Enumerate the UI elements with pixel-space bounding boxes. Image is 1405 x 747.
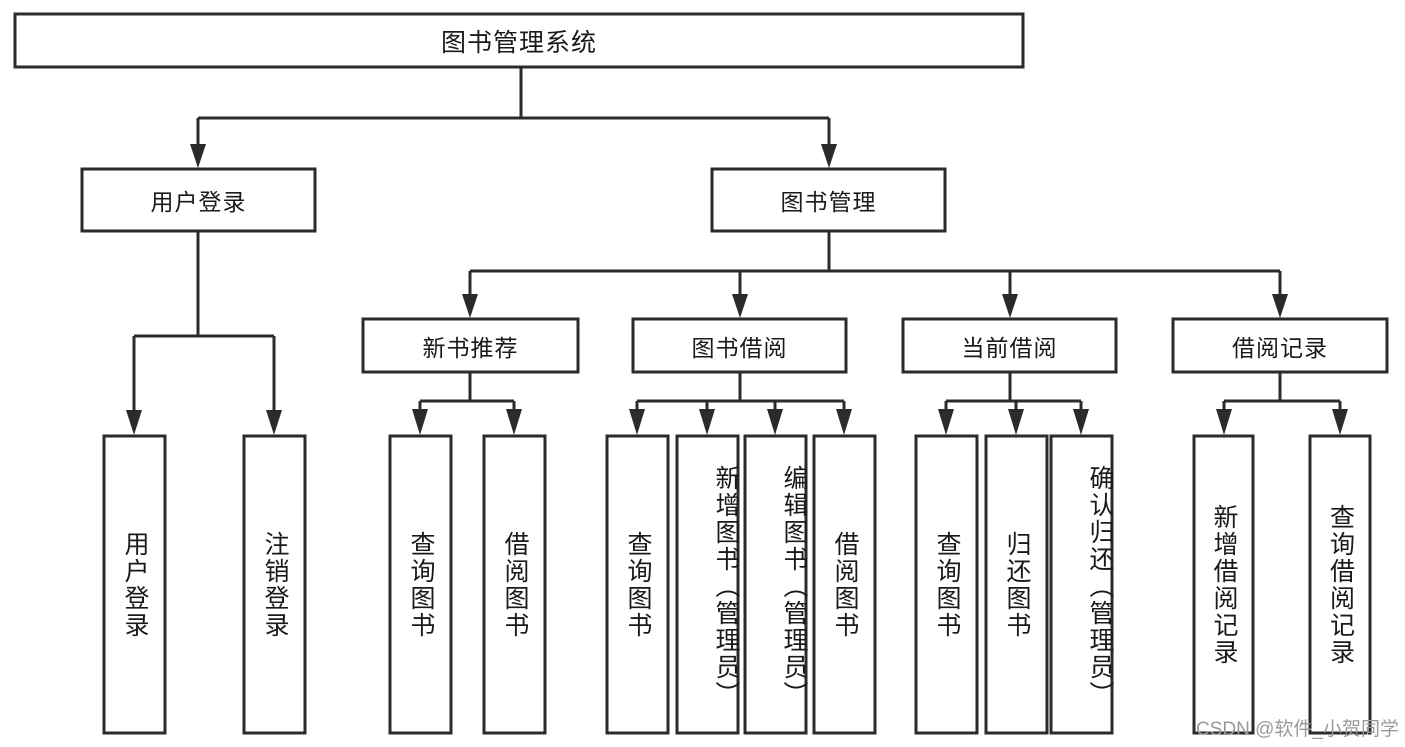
leaf-box-new-book-0[interactable]	[388, 434, 453, 735]
arrow-book-borrow-leaf-1	[699, 409, 715, 435]
arrow-user-login-leaf-1	[266, 410, 282, 435]
arrow-book-manage-to-book-borrow	[732, 294, 748, 318]
arrow-user-login-leaf-0	[126, 410, 142, 435]
node-box-new-book[interactable]	[361, 317, 580, 374]
leaf-box-current-borrow-1[interactable]	[984, 434, 1049, 735]
arrow-current-borrow-leaf-0	[938, 409, 954, 435]
node-box-borrow-record[interactable]	[1171, 317, 1389, 374]
arrow-current-borrow-leaf-2	[1073, 409, 1089, 435]
node-box-user-login[interactable]	[80, 167, 317, 233]
arrow-current-borrow-leaf-1	[1008, 409, 1024, 435]
leaf-box-user-login-0[interactable]	[102, 434, 167, 735]
node-box-current-borrow[interactable]	[901, 317, 1118, 374]
arrow-book-manage-to-current-borrow	[1002, 294, 1018, 318]
leaf-box-new-book-1[interactable]	[482, 434, 547, 735]
leaf-box-book-borrow-0[interactable]	[605, 434, 670, 735]
arrow-borrow-record-leaf-1	[1332, 409, 1348, 435]
arrow-book-manage-to-borrow-record	[1272, 294, 1288, 318]
leaf-box-borrow-record-0[interactable]	[1192, 434, 1255, 735]
leaf-box-current-borrow-2[interactable]	[1049, 434, 1114, 735]
arrow-book-borrow-leaf-2	[767, 409, 783, 435]
leaf-box-user-login-1[interactable]	[242, 434, 307, 735]
arrow-book-borrow-leaf-0	[629, 409, 645, 435]
leaf-box-book-borrow-3[interactable]	[812, 434, 877, 735]
arrow-book-borrow-leaf-3	[836, 409, 852, 435]
arrow-root-to-book-manage	[821, 144, 837, 168]
arrow-book-manage-to-new-book	[462, 294, 478, 318]
node-box-book-manage[interactable]	[710, 167, 947, 233]
leaf-box-book-borrow-2[interactable]	[743, 434, 808, 735]
node-box-book-borrow[interactable]	[631, 317, 848, 374]
leaf-box-current-borrow-0[interactable]	[914, 434, 979, 735]
arrow-borrow-record-leaf-0	[1216, 409, 1232, 435]
arrow-root-to-user-login	[190, 144, 206, 168]
leaf-box-borrow-record-1[interactable]	[1308, 434, 1372, 735]
arrow-new-book-leaf-0	[412, 409, 428, 435]
leaf-box-book-borrow-1[interactable]	[675, 434, 740, 735]
arrow-new-book-leaf-1	[506, 409, 522, 435]
node-box-root[interactable]	[13, 12, 1025, 69]
